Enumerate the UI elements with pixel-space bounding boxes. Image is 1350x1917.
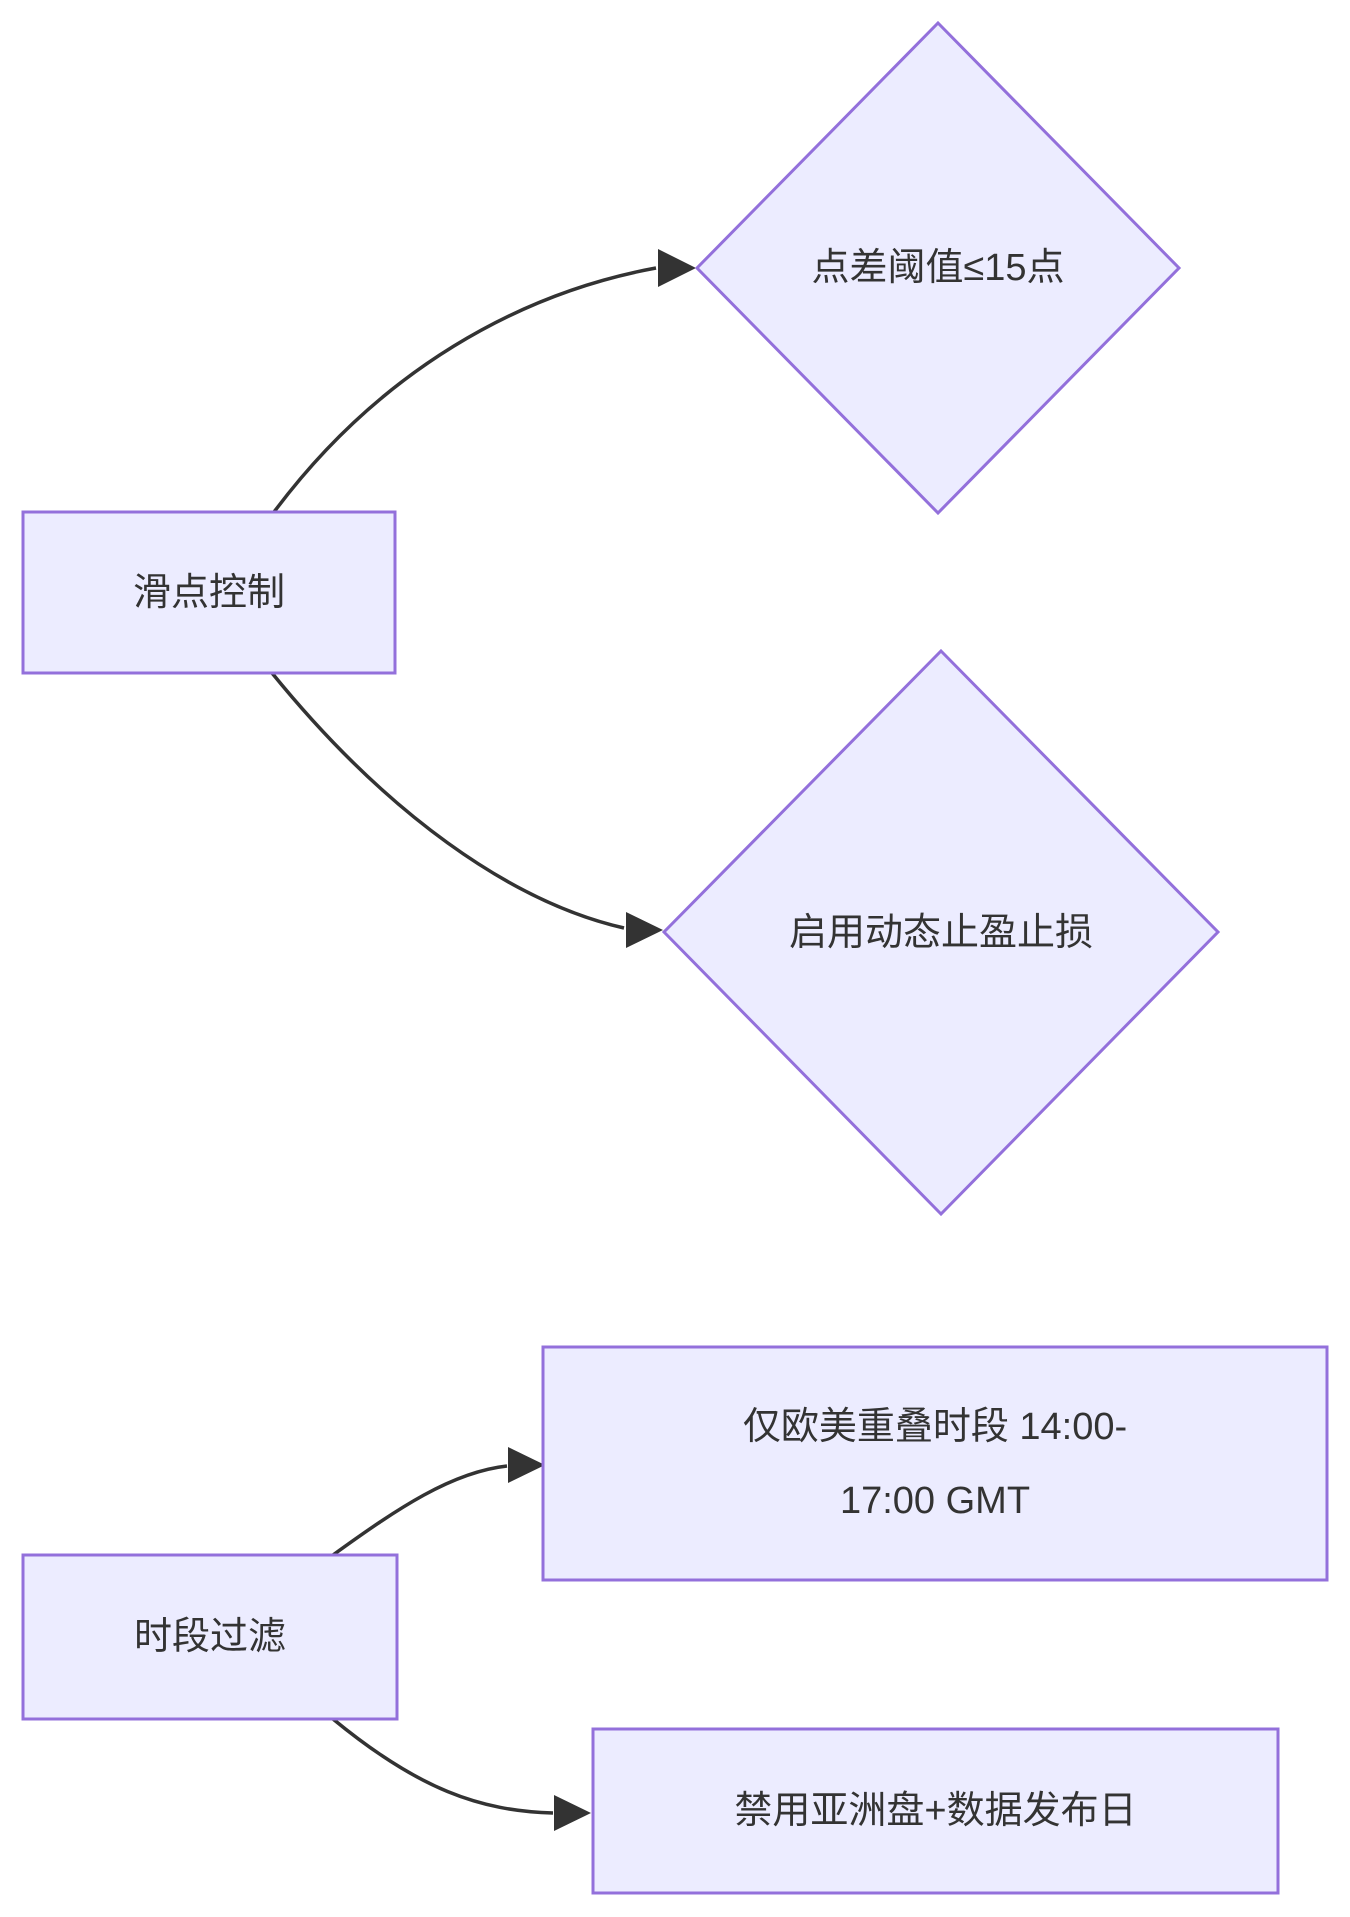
node-dynamic-sltp-diamond <box>661 648 1221 1217</box>
edge-slippage-to-dynamic-sltp <box>270 671 663 948</box>
node-spread-threshold-diamond <box>694 20 1182 516</box>
node-slippage-control-rect <box>21 510 397 675</box>
arrowhead-icon <box>554 1795 591 1831</box>
edge-session-to-overlap <box>331 1447 545 1557</box>
arrowhead-icon <box>626 912 663 948</box>
edge-session-to-disable-asian <box>331 1717 591 1831</box>
node-overlap-session-rect <box>541 1345 1329 1582</box>
node-disable-asian-rect <box>591 1727 1280 1895</box>
arrowhead-icon <box>658 249 696 287</box>
edge-slippage-to-spread <box>272 249 696 514</box>
node-session-filter-rect <box>21 1553 399 1721</box>
arrowhead-icon <box>508 1447 545 1483</box>
